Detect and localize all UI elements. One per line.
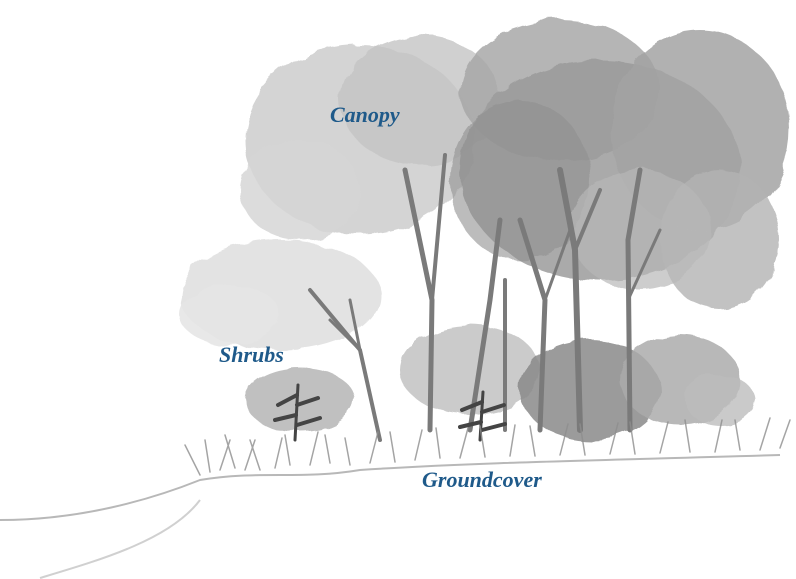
canopy-label: Canopy (330, 104, 400, 126)
groundcover-label: Groundcover (422, 469, 542, 491)
shrubs-label: Shrubs (219, 344, 284, 366)
ground (0, 455, 796, 579)
